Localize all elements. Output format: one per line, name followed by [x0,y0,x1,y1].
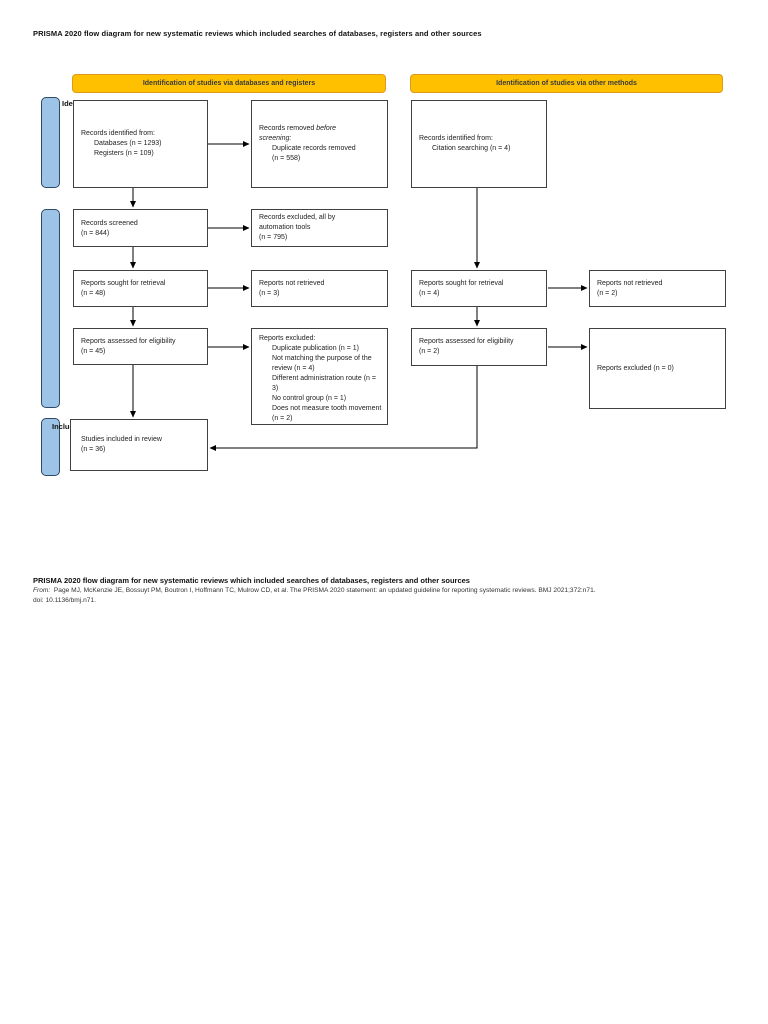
box-text-italic: before [316,125,337,132]
footer-from-label: From: [33,587,51,594]
box-line: (n = 795) [259,234,288,241]
box-line: Records identified from: [419,135,493,142]
box-line: Records excluded, all by [259,214,336,221]
box-records-screened: Records screened (n = 844) [73,209,208,247]
box-line: screening: [259,135,292,142]
box-line: Databases (n = 1293) [94,140,162,147]
exclusion-reason: Duplicate publication (n = 1) [272,345,359,352]
box-text: Records removed [259,125,317,132]
exclusion-reason: No control group (n = 1) [272,395,347,402]
box-line: Reports excluded (n = 0) [597,364,674,372]
box-line: Records removed before [259,124,383,134]
box-studies-included: Studies included in review (n = 36) [70,419,208,471]
sidebar-screening [41,209,60,408]
box-line: Duplicate records removed [272,145,356,152]
box-line: (n = 2) [597,289,618,297]
box-records-identified-other: Records identified from: Citation search… [411,100,547,188]
box-line: (n = 48) [81,289,106,297]
sidebar-included [41,418,60,476]
footer-citation-text: Page MJ, McKenzie JE, Bossuyt PM, Boutro… [53,587,596,594]
box-reports-not-retrieved-other: Reports not retrieved (n = 2) [589,270,726,307]
box-line: Records screened [81,220,138,227]
box-line: automation tools [259,224,311,231]
box-line: (n = 558) [272,155,301,162]
footer-doi: doi: 10.1136/bmj.n71. [33,597,96,604]
box-reports-assessed-databases: Reports assessed for eligibility (n = 45… [73,328,208,365]
box-reports-excluded-other: Reports excluded (n = 0) [589,328,726,409]
box-line: Reports assessed for eligibility [81,337,176,345]
box-line: Studies included in review [81,436,162,443]
header-other-methods: Identification of studies via other meth… [410,74,723,93]
box-reports-excluded-databases: Reports excluded: Duplicate publication … [251,328,388,425]
page-title: PRISMA 2020 flow diagram for new systema… [33,29,482,38]
box-line: Reports not retrieved [597,279,663,287]
box-line: Citation searching (n = 4) [432,145,511,152]
box-reports-not-retrieved-databases: Reports not retrieved (n = 3) [251,270,388,307]
box-records-identified-databases: Records identified from: Databases (n = … [73,100,208,188]
box-reports-sought-databases: Reports sought for retrieval (n = 48) [73,270,208,307]
box-line: Records identified from: [81,130,155,137]
exclusion-reason: Not matching the purpose of the review (… [272,355,372,372]
footer-title: PRISMA 2020 flow diagram for new systema… [33,576,470,585]
box-line: Reports assessed for eligibility [419,338,514,345]
header-databases-registers: Identification of studies via databases … [72,74,386,93]
exclusion-reason: Does not measure tooth movement (n = 2) [272,405,382,422]
box-line: (n = 3) [259,289,280,297]
box-line: (n = 844) [81,230,110,237]
header-label: Identification of studies via databases … [142,80,316,87]
box-line: (n = 2) [419,348,440,355]
sidebar-identification [41,97,60,188]
header-label: Identification of studies via other meth… [496,80,637,87]
box-reports-assessed-other: Reports assessed for eligibility (n = 2) [411,328,547,366]
box-line: (n = 4) [419,289,440,297]
stage-label-included: Included [52,422,83,431]
box-records-removed: Records removed before screening: Duplic… [251,100,388,188]
box-line: Reports sought for retrieval [81,279,166,287]
box-line: (n = 45) [81,347,106,355]
box-line: Reports excluded: [259,335,316,342]
footer-citation: From: Page MJ, McKenzie JE, Bossuyt PM, … [33,587,596,594]
box-line: Reports sought for retrieval [419,279,504,287]
box-line: Reports not retrieved [259,279,325,287]
exclusion-reason: Different administration route (n = 3) [272,375,376,392]
box-reports-sought-other: Reports sought for retrieval (n = 4) [411,270,547,307]
box-line: (n = 36) [81,446,106,453]
box-line: Registers (n = 109) [94,150,154,157]
box-records-excluded-automation: Records excluded, all by automation tool… [251,209,388,247]
